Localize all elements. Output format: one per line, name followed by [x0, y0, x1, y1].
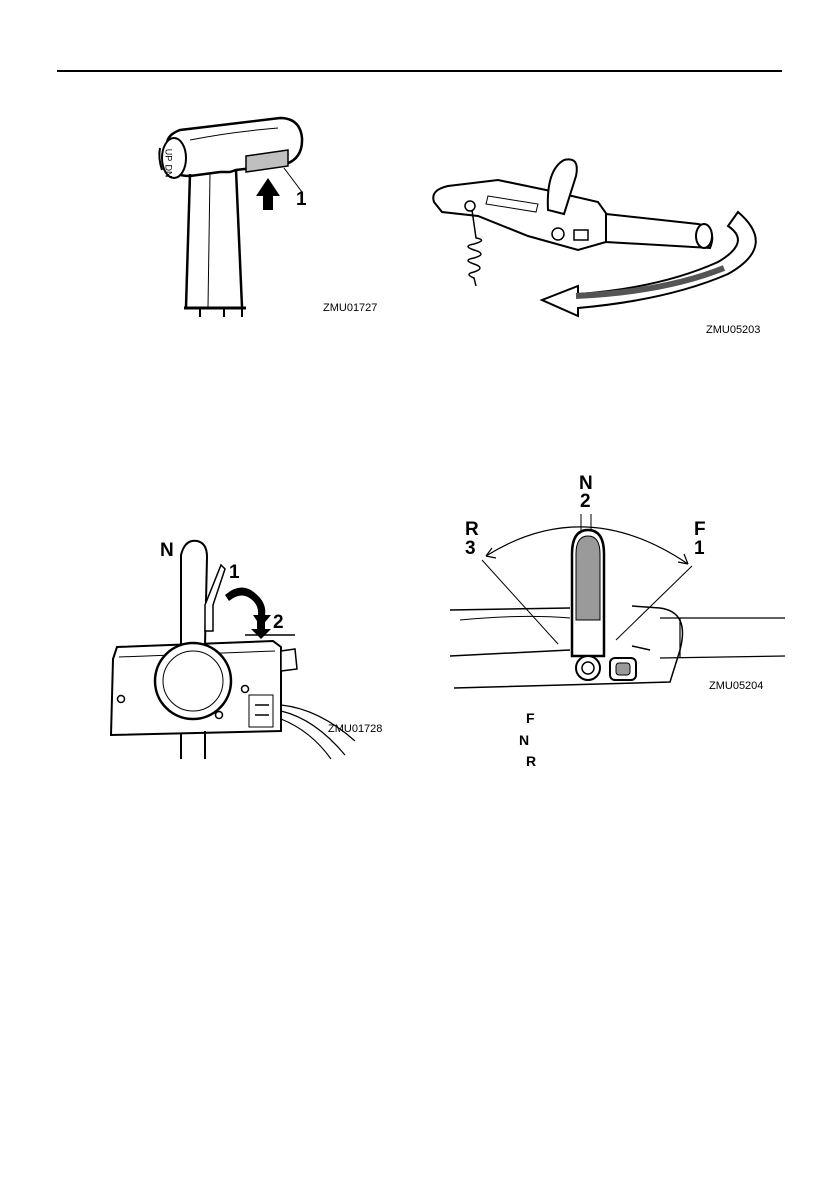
shift-reverse-label: R — [465, 520, 479, 539]
header-rule — [57, 70, 782, 72]
trim-switch-switch-up-label: UP — [163, 149, 173, 162]
tiller-figure-code: ZMU05203 — [706, 324, 760, 336]
remote-control-neutral-label: N — [160, 541, 174, 560]
shift-forward-label: F — [694, 520, 706, 539]
shift-neutral-number: 2 — [580, 492, 591, 511]
remote-control-callout-1: 1 — [229, 563, 240, 582]
trim-switch-illustration — [150, 112, 310, 322]
remote-control-callout-2: 2 — [273, 613, 284, 632]
legend-forward: F — [526, 710, 535, 726]
legend-reverse: R — [526, 753, 536, 769]
shift-reverse-number: 3 — [465, 539, 476, 558]
trim-switch-figure-code: ZMU01727 — [323, 302, 377, 314]
trim-switch-switch-dn-label: DN — [164, 165, 174, 178]
remote-control-figure-code: ZMU01728 — [328, 723, 382, 735]
shift-positions-figure-code: ZMU05204 — [709, 680, 763, 692]
legend-neutral: N — [519, 732, 529, 748]
trim-switch-callout-1: 1 — [296, 190, 307, 209]
shift-forward-number: 1 — [694, 539, 705, 558]
shift-positions-diagram — [440, 500, 785, 700]
tiller-handle-illustration — [428, 150, 773, 320]
